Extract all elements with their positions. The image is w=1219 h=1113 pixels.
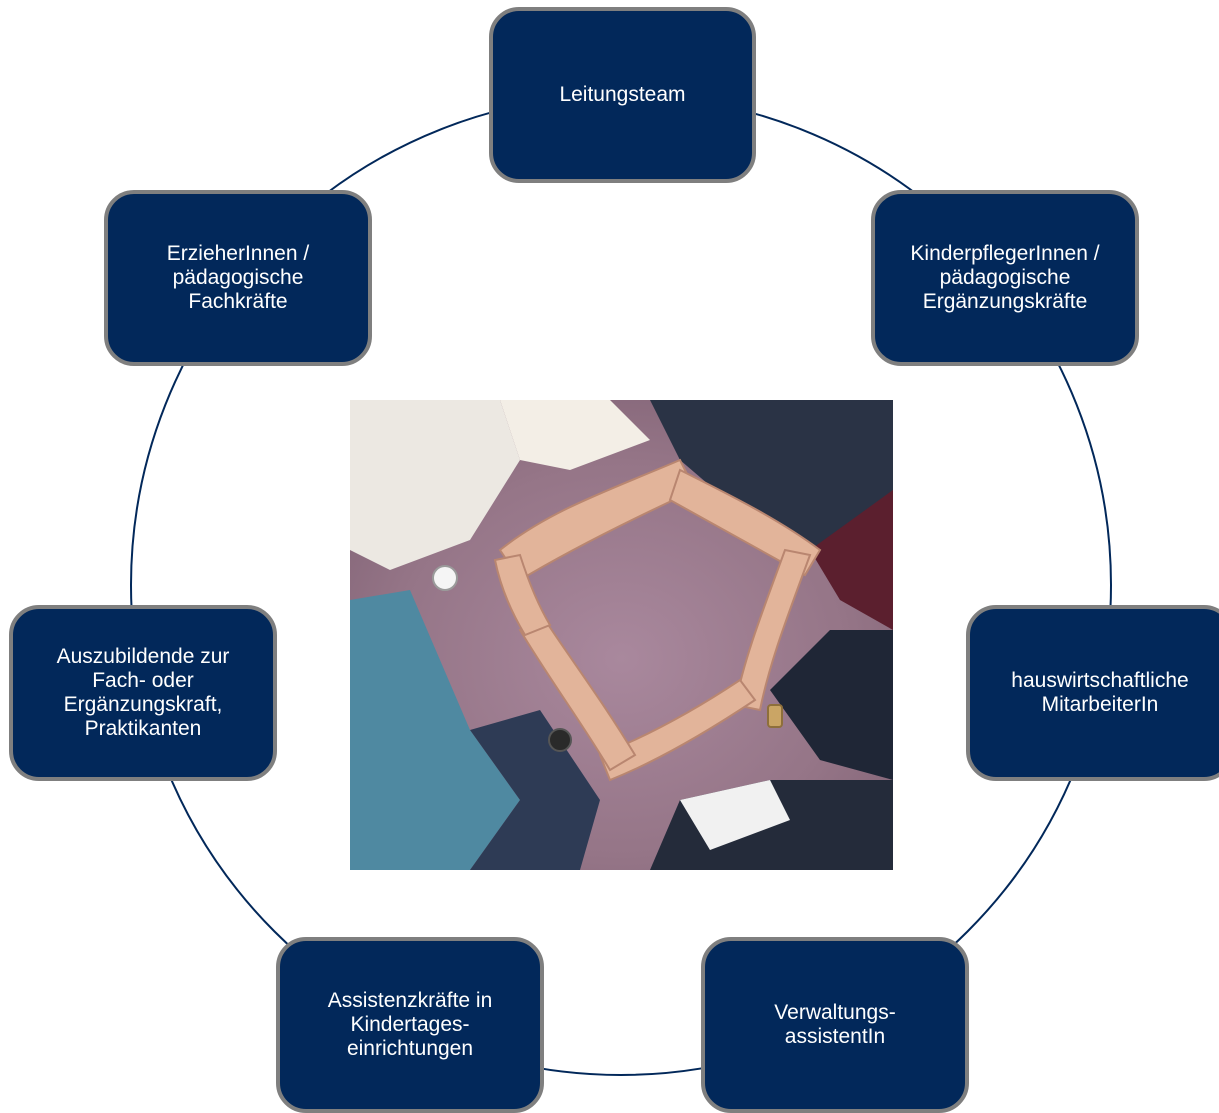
team-hands-photo <box>350 400 893 870</box>
node-verwaltungsassistentin: Verwaltungs- assistentIn <box>701 937 969 1113</box>
node-erzieherinnen-label: ErzieherInnen / pädagogische Fachkräfte <box>166 242 310 313</box>
node-kinderpflegerinnen: KinderpflegerInnen / pädagogische Ergänz… <box>871 190 1139 366</box>
node-leitungsteam-label: Leitungsteam <box>559 83 686 106</box>
node-assistenzkraefte: Assistenzkräfte in Kindertages- einricht… <box>276 937 544 1113</box>
node-hauswirtschaftliche: hauswirtschaftliche MitarbeiterIn <box>966 605 1219 781</box>
node-kinderpflegerinnen-label: KinderpflegerInnen / pädagogische Ergänz… <box>910 242 1100 313</box>
node-auszubildende-label: Auszubildende zur Fach- oder Ergänzungsk… <box>56 645 230 740</box>
node-assistenzkraefte-label: Assistenzkräfte in Kindertages- einricht… <box>327 989 493 1060</box>
node-hauswirtschaftliche-label: hauswirtschaftliche MitarbeiterIn <box>1011 669 1189 716</box>
node-leitungsteam: Leitungsteam <box>489 7 756 183</box>
node-verwaltungsassistentin-label: Verwaltungs- assistentIn <box>774 1001 896 1048</box>
node-erzieherinnen: ErzieherInnen / pädagogische Fachkräfte <box>104 190 372 366</box>
node-auszubildende: Auszubildende zur Fach- oder Ergänzungsk… <box>9 605 277 781</box>
